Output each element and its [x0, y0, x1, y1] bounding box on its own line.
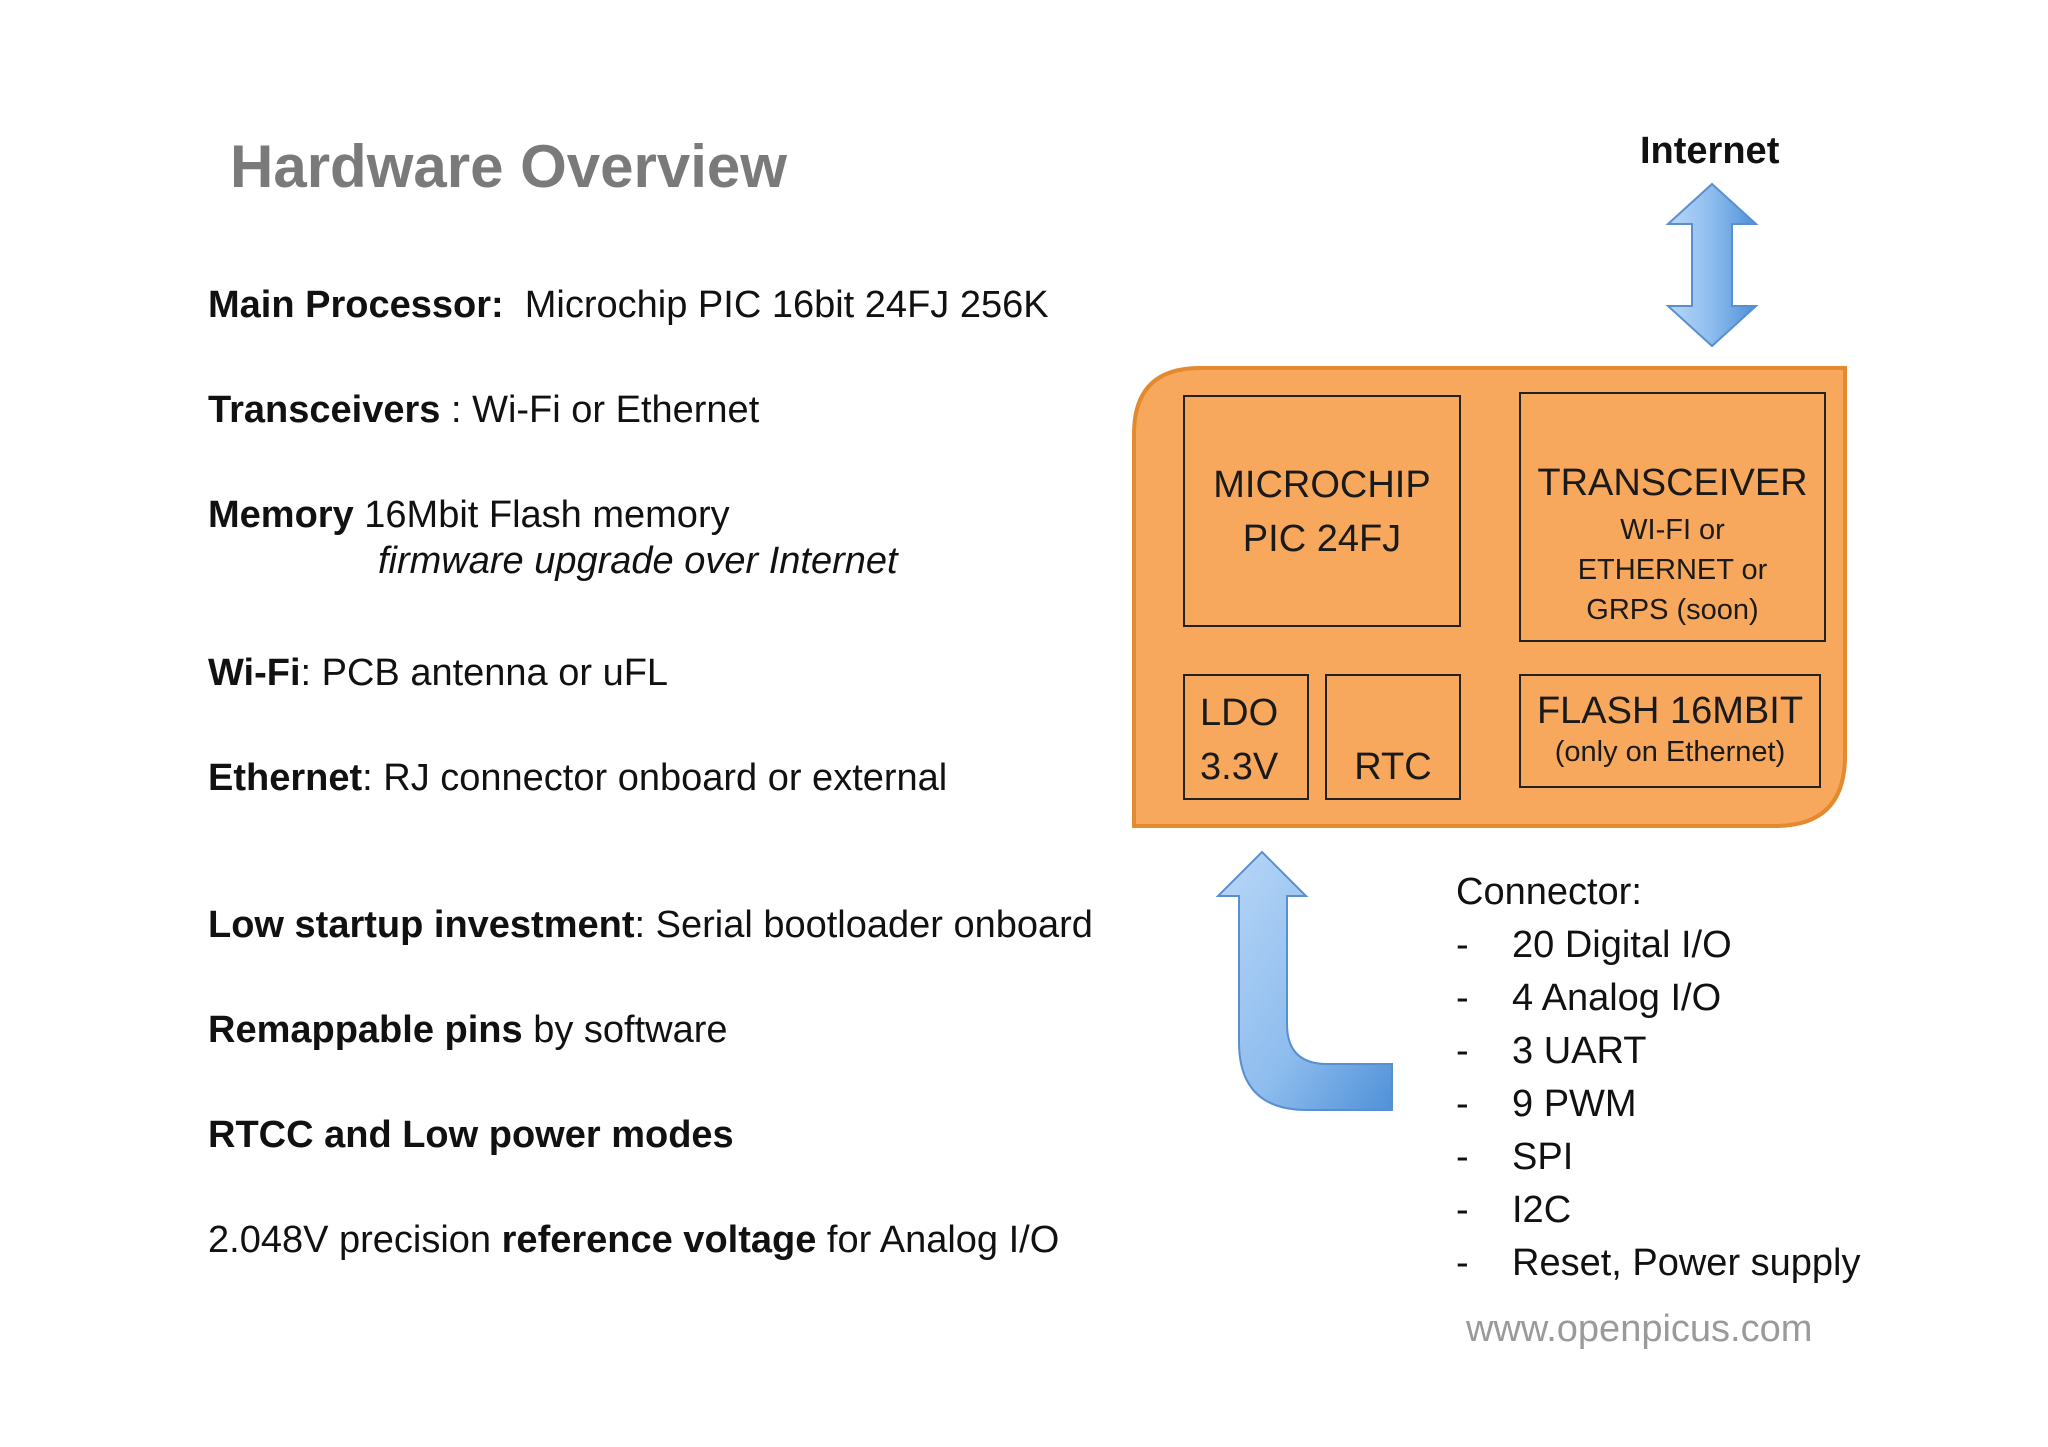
connector-list: Connector: -20 Digital I/O -4 Analog I/O…	[1456, 866, 1861, 1290]
website-link[interactable]: www.openpicus.com	[1466, 1308, 1813, 1350]
spec-label: Transceivers	[208, 389, 441, 431]
spec-prefix: 2.048V precision	[208, 1219, 502, 1261]
spec-label: Low startup investment	[208, 904, 635, 946]
spec-value: Microchip PIC 16bit 24FJ 256K	[524, 284, 1049, 326]
microchip-line2: PIC 24FJ	[1242, 518, 1402, 560]
spec-transceivers: Transceivers : Wi-Fi or Ethernet	[208, 387, 759, 433]
spec-value: : RJ connector onboard or external	[362, 757, 948, 799]
spec-value: by software	[522, 1009, 728, 1051]
list-item: -9 PWM	[1456, 1083, 1637, 1125]
spec-label: Wi-Fi	[208, 652, 301, 694]
ldo-box	[1183, 674, 1309, 800]
rtc-text: RTC	[1354, 746, 1432, 788]
transceiver-line3: ETHERNET or	[1577, 554, 1768, 586]
spec-wifi: Wi-Fi: PCB antenna or uFL	[208, 650, 668, 696]
transceiver-line4: GRPS (soon)	[1586, 594, 1759, 626]
flash-line2: (only on Ethernet)	[1554, 736, 1786, 768]
spec-reference: 2.048V precision reference voltage for A…	[208, 1217, 1059, 1263]
transceiver-line1: TRANSCEIVER	[1537, 462, 1808, 504]
microchip-box	[1183, 395, 1461, 627]
spec-value: : Serial bootloader onboard	[634, 904, 1093, 946]
spec-note: firmware upgrade over Internet	[378, 540, 898, 582]
flash-line1: FLASH 16MBIT	[1536, 690, 1804, 732]
spec-label: reference voltage	[501, 1219, 817, 1261]
spec-value: 16Mbit Flash memory	[353, 494, 730, 536]
ldo-line2: 3.3V	[1200, 746, 1279, 788]
spec-value: : Wi-Fi or Ethernet	[440, 389, 760, 431]
spec-label: Main Processor:	[208, 284, 504, 326]
list-item: -SPI	[1456, 1136, 1574, 1178]
spec-label: Remappable pins	[208, 1009, 523, 1051]
connector-arrow-icon	[1215, 850, 1393, 1111]
list-item: -4 Analog I/O	[1456, 977, 1722, 1019]
spec-low-startup: Low startup investment: Serial bootloade…	[208, 902, 1093, 948]
connector-title: Connector:	[1456, 871, 1642, 913]
list-item: -Reset, Power supply	[1456, 1242, 1861, 1284]
rtc-label: RTC	[1326, 740, 1460, 794]
microchip-label: MICROCHIP PIC 24FJ	[1184, 458, 1460, 566]
spec-suffix: for Analog I/O	[816, 1219, 1060, 1261]
transceiver-line2: WI-FI or	[1620, 514, 1725, 546]
flash-label: FLASH 16MBIT (only on Ethernet)	[1520, 688, 1820, 770]
spec-remappable: Remappable pins by software	[208, 1007, 728, 1053]
transceiver-box	[1519, 392, 1826, 642]
ldo-label: LDO 3.3V	[1200, 686, 1278, 794]
spec-ethernet: Ethernet: RJ connector onboard or extern…	[208, 755, 947, 801]
spec-label: Ethernet	[208, 757, 363, 799]
spec-value: : PCB antenna or uFL	[300, 652, 669, 694]
spec-rtcc: RTCC and Low power modes	[208, 1112, 734, 1158]
spec-label: Memory	[208, 494, 354, 536]
transceiver-label: TRANSCEIVER WI-FI or ETHERNET or GRPS (s…	[1520, 456, 1825, 630]
list-item: -I2C	[1456, 1189, 1572, 1231]
internet-arrow-icon	[1665, 182, 1759, 348]
spec-memory: Memory 16Mbit Flash memory firmware upgr…	[208, 492, 898, 584]
list-item: -20 Digital I/O	[1456, 924, 1732, 966]
list-item: -3 UART	[1456, 1030, 1647, 1072]
flash-box	[1519, 674, 1821, 788]
spec-label: RTCC and Low power modes	[208, 1114, 734, 1156]
ldo-line1: LDO	[1200, 692, 1279, 734]
spec-main-processor: Main Processor: Microchip PIC 16bit 24FJ…	[208, 282, 1049, 328]
microchip-line1: MICROCHIP	[1213, 464, 1431, 506]
rtc-box	[1325, 674, 1461, 800]
page-title: Hardware Overview	[230, 133, 787, 200]
internet-label: Internet	[1640, 130, 1780, 172]
